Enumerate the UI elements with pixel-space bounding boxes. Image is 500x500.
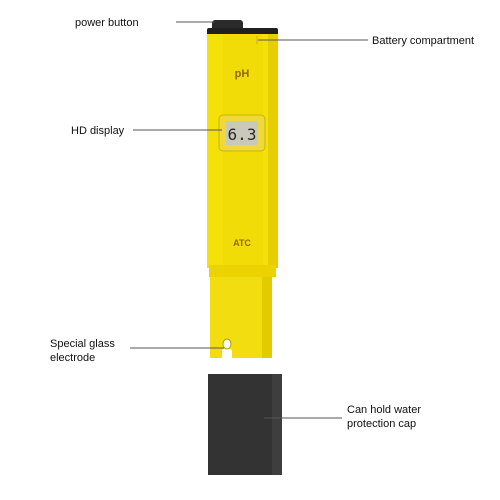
callout-electrode-label-1: Special glass [50,338,115,350]
callout-protection-cap: Can hold water protection cap [264,404,421,430]
ph-meter-body: pH 6.3 ATC [207,20,278,358]
callout-cap-label-1: Can hold water [347,404,421,416]
protection-cap [208,374,282,475]
probe-body [210,277,272,358]
cap-highlight [272,374,282,475]
callout-electrode: Special glass electrode [50,338,224,364]
callout-power-button: power button [75,17,214,29]
atc-label: ATC [233,238,251,248]
callout-cap-label-2: protection cap [347,418,416,430]
cap-body [208,374,282,475]
callout-hd-display: HD display [71,125,222,137]
callout-hd-display-label: HD display [71,125,125,137]
lcd-reading: 6.3 [228,125,257,144]
glass-electrode [222,338,232,350]
lcd-screen [226,121,258,145]
callout-power-button-label: power button [75,17,139,29]
ph-label: pH [235,68,250,80]
probe-side-shade [262,277,272,358]
callout-battery-label: Battery compartment [372,35,474,47]
meter-neck [209,265,276,277]
meter-side-shade [268,34,278,268]
callout-electrode-label-2: electrode [50,352,95,364]
callout-battery-compartment: Battery compartment [258,35,474,47]
